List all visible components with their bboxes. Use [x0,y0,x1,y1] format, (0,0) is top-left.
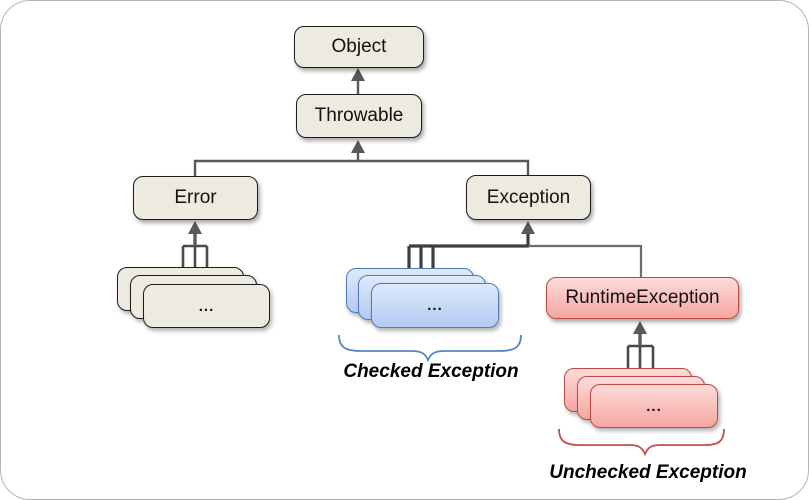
unchecked-exception-card-front: ... [590,384,718,428]
arrowhead-up-icon [188,221,202,234]
node-object: Object [294,26,424,68]
unchecked-exception-label: Unchecked Exception [549,462,747,483]
unchecked-brace-icon [558,428,725,457]
arrowhead-up-icon [351,68,365,81]
checked-exception-label: Checked Exception [343,361,519,382]
arrowhead-up-icon [351,140,365,153]
runtime-branch-elbow [528,244,643,278]
checked-brace-icon [338,334,522,363]
node-runtime-exception: RuntimeException [546,277,739,319]
arrow-throwable-to-object [351,68,365,94]
node-error: Error [133,176,258,220]
connector-error-exception-to-throwable [193,140,530,177]
error-child-card-front: ... [143,284,270,328]
arrowhead-up-icon [521,221,535,234]
node-exception: Exception [466,175,591,220]
checked-exception-card-front: ... [371,283,499,328]
node-throwable: Throwable [296,94,422,138]
arrowhead-up-icon [633,321,647,334]
